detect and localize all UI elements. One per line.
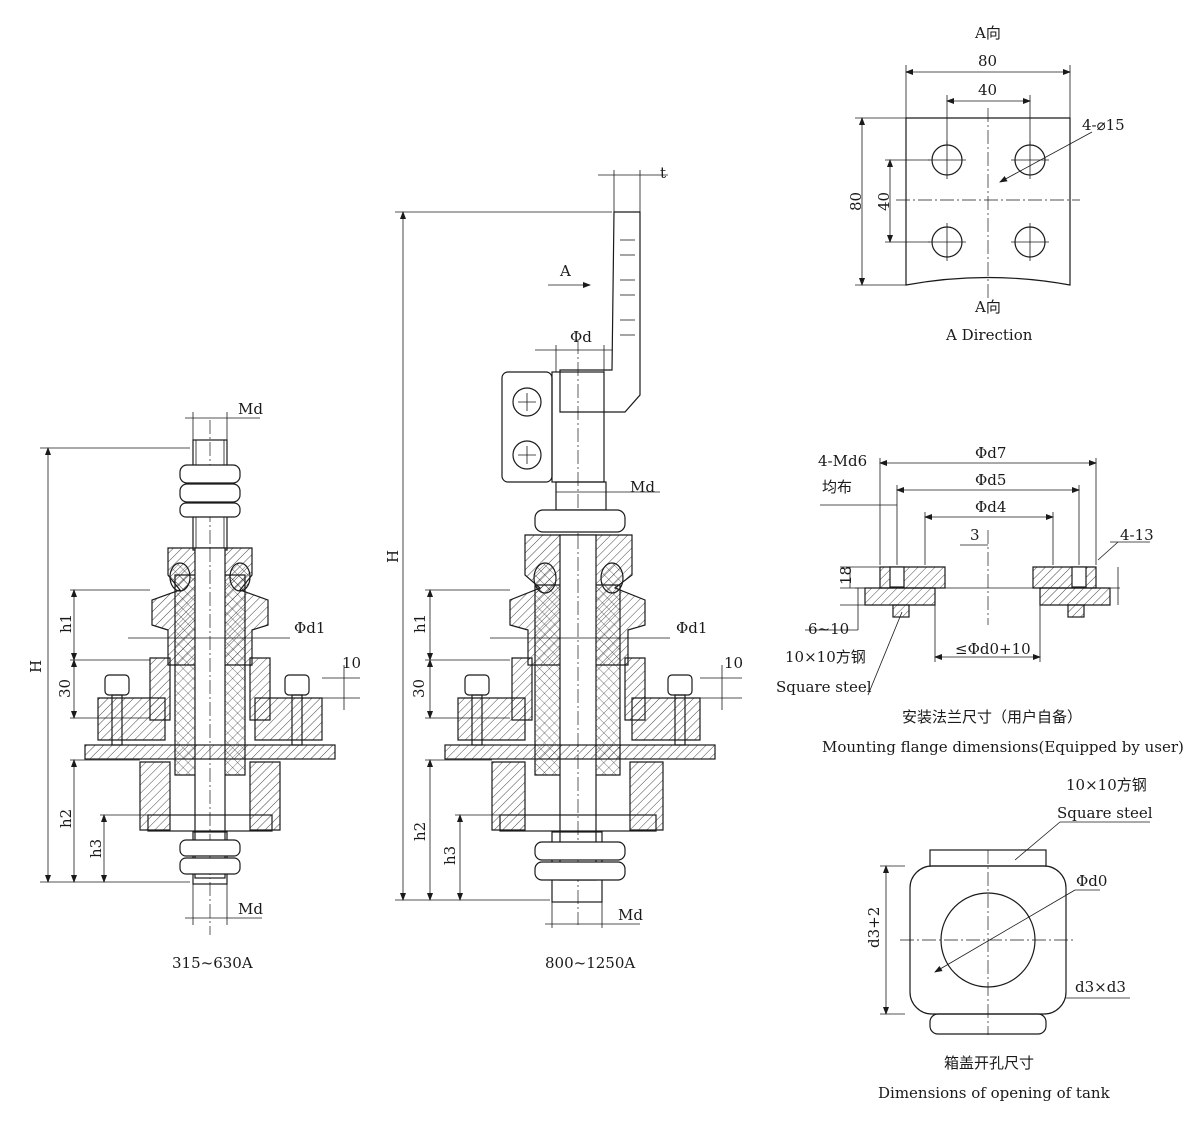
- flange-dim18: 18: [837, 566, 855, 585]
- bushing-small: [40, 412, 360, 935]
- tank-d0: Φd0: [1076, 872, 1107, 890]
- label-h1-large: h1: [411, 614, 429, 633]
- label-10-large: 10: [724, 654, 743, 672]
- label-md-top-large: Md: [630, 478, 655, 496]
- tank-steel-en: Square steel: [1057, 804, 1153, 822]
- a-view: [855, 65, 1093, 300]
- flange-bolts-a: 4-Md6: [818, 452, 867, 470]
- caption-large: 800~1250A: [545, 954, 635, 972]
- label-d: Φd: [570, 328, 592, 346]
- flange-d0: ≤Φd0+10: [955, 640, 1031, 658]
- bushing-large: [395, 170, 742, 928]
- tank-title-cn: 箱盖开孔尺寸: [944, 1054, 1034, 1072]
- label-h2-small: h2: [57, 809, 75, 828]
- label-30-large: 30: [410, 679, 428, 698]
- label-10-small: 10: [342, 654, 361, 672]
- a-view-h80: 80: [847, 192, 865, 211]
- a-view-w40: 40: [978, 81, 997, 99]
- flange-d7: Φd7: [975, 444, 1006, 462]
- a-view-title: A向: [974, 24, 1001, 42]
- label-30-small: 30: [56, 679, 74, 698]
- mounting-flange: [805, 458, 1150, 696]
- flange-d5: Φd5: [975, 471, 1006, 489]
- flange-dim3: 3: [970, 526, 980, 544]
- tank-title-en: Dimensions of opening of tank: [878, 1084, 1111, 1102]
- flange-holes: 4-13: [1120, 526, 1154, 544]
- flange-steel-cn: 10×10方钢: [785, 648, 866, 666]
- label-d1-large: Φd1: [676, 619, 707, 637]
- flange-d4: Φd4: [975, 498, 1006, 516]
- tank-d3x: d3×d3: [1075, 978, 1126, 996]
- a-view-en: A Direction: [945, 326, 1033, 344]
- flange-title-cn: 安装法兰尺寸（用户自备）: [902, 708, 1082, 726]
- tank-d3-2: d3+2: [865, 907, 883, 948]
- label-d1-small: Φd1: [294, 619, 325, 637]
- caption-small: 315~630A: [172, 954, 253, 972]
- a-view-cn: A向: [974, 298, 1001, 316]
- flange-bolts-b: 均布: [822, 478, 852, 496]
- label-md-top-small: Md: [238, 400, 263, 418]
- label-h2-large: h2: [411, 822, 429, 841]
- flange-title-en: Mounting flange dimensions(Equipped by u…: [822, 738, 1184, 756]
- label-md-bottom-small: Md: [238, 900, 263, 918]
- tank-opening: [880, 821, 1150, 1035]
- label-h3-small: h3: [87, 839, 105, 858]
- label-h3-large: h3: [441, 846, 459, 865]
- a-view-w80: 80: [978, 52, 997, 70]
- label-t: t: [660, 164, 666, 182]
- label-h-large: H: [384, 550, 402, 563]
- label-h-small: H: [27, 660, 45, 673]
- label-h1-small: h1: [57, 614, 75, 633]
- flange-steel-en: Square steel: [776, 678, 872, 696]
- label-md-bottom-large: Md: [618, 906, 643, 924]
- flange-dim6-10: 6~10: [808, 620, 849, 638]
- label-a-arrow: A: [559, 262, 571, 280]
- a-view-h40: 40: [875, 192, 893, 211]
- a-view-holes: 4-⌀15: [1082, 116, 1125, 134]
- tank-steel-cn: 10×10方钢: [1066, 776, 1147, 794]
